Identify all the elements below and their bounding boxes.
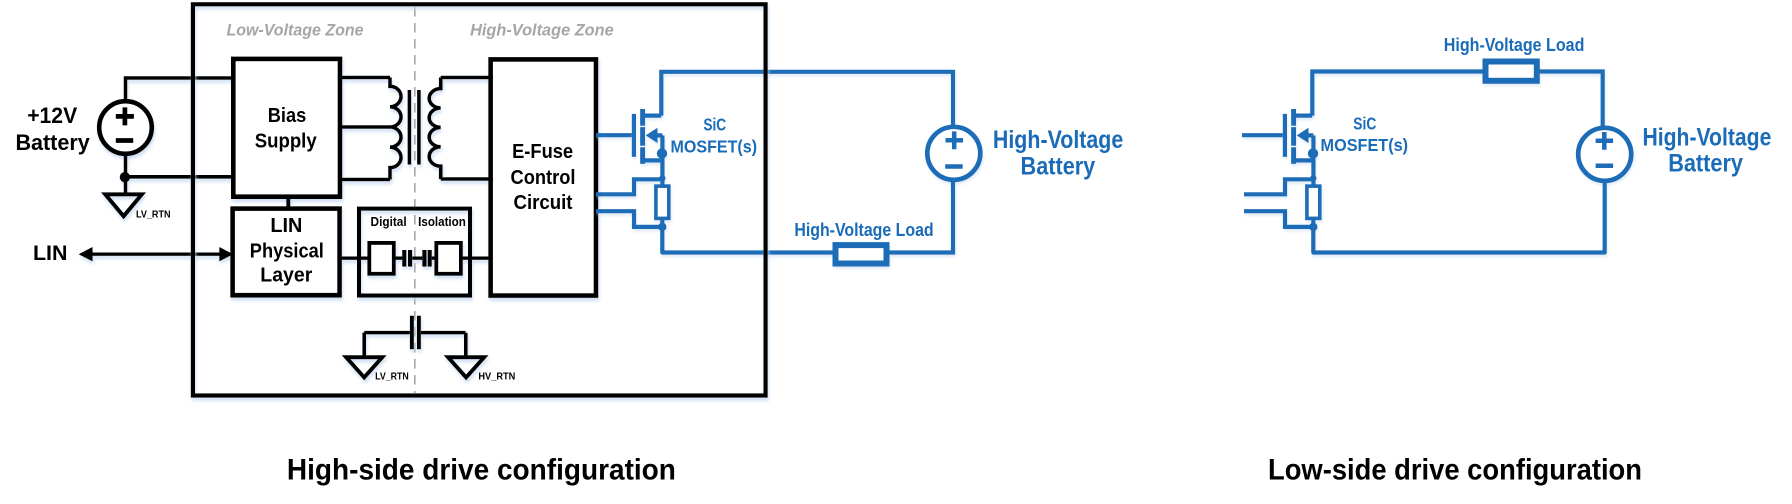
svg-text:Battery: Battery xyxy=(1021,152,1096,180)
svg-text:LV_RTN: LV_RTN xyxy=(136,210,171,221)
svg-text:Battery: Battery xyxy=(15,130,90,155)
svg-text:SiC: SiC xyxy=(1353,114,1376,134)
svg-text:SiC: SiC xyxy=(703,115,726,135)
svg-text:LIN: LIN xyxy=(270,215,302,237)
svg-text:High-side drive configuration: High-side drive configuration xyxy=(287,453,676,486)
svg-text:High-Voltage Zone: High-Voltage Zone xyxy=(470,20,614,39)
svg-text:High-Voltage Load: High-Voltage Load xyxy=(794,219,933,240)
svg-text:+12V: +12V xyxy=(27,103,77,128)
svg-text:Supply: Supply xyxy=(255,131,318,153)
svg-text:High-Voltage: High-Voltage xyxy=(993,126,1123,154)
svg-text:MOSFET(s): MOSFET(s) xyxy=(1321,135,1409,155)
svg-text:High-Voltage Load: High-Voltage Load xyxy=(1444,34,1585,55)
svg-text:Battery: Battery xyxy=(1668,150,1743,178)
svg-text:LV_RTN: LV_RTN xyxy=(375,372,409,383)
svg-text:Low-side drive configuration: Low-side drive configuration xyxy=(1268,453,1642,486)
svg-text:E-Fuse: E-Fuse xyxy=(512,141,573,163)
svg-text:Control: Control xyxy=(511,167,576,189)
svg-text:HV_RTN: HV_RTN xyxy=(478,372,515,383)
svg-text:Isolation: Isolation xyxy=(418,215,466,229)
svg-text:Low-Voltage Zone: Low-Voltage Zone xyxy=(226,20,363,39)
svg-text:Bias: Bias xyxy=(268,105,307,127)
svg-text:Digital: Digital xyxy=(371,215,407,229)
svg-text:MOSFET(s): MOSFET(s) xyxy=(671,136,758,156)
svg-text:Circuit: Circuit xyxy=(514,192,573,214)
svg-text:LIN: LIN xyxy=(33,241,68,265)
svg-text:High-Voltage: High-Voltage xyxy=(1642,124,1771,152)
svg-text:Layer: Layer xyxy=(260,265,312,287)
svg-text:Physical: Physical xyxy=(250,240,324,262)
